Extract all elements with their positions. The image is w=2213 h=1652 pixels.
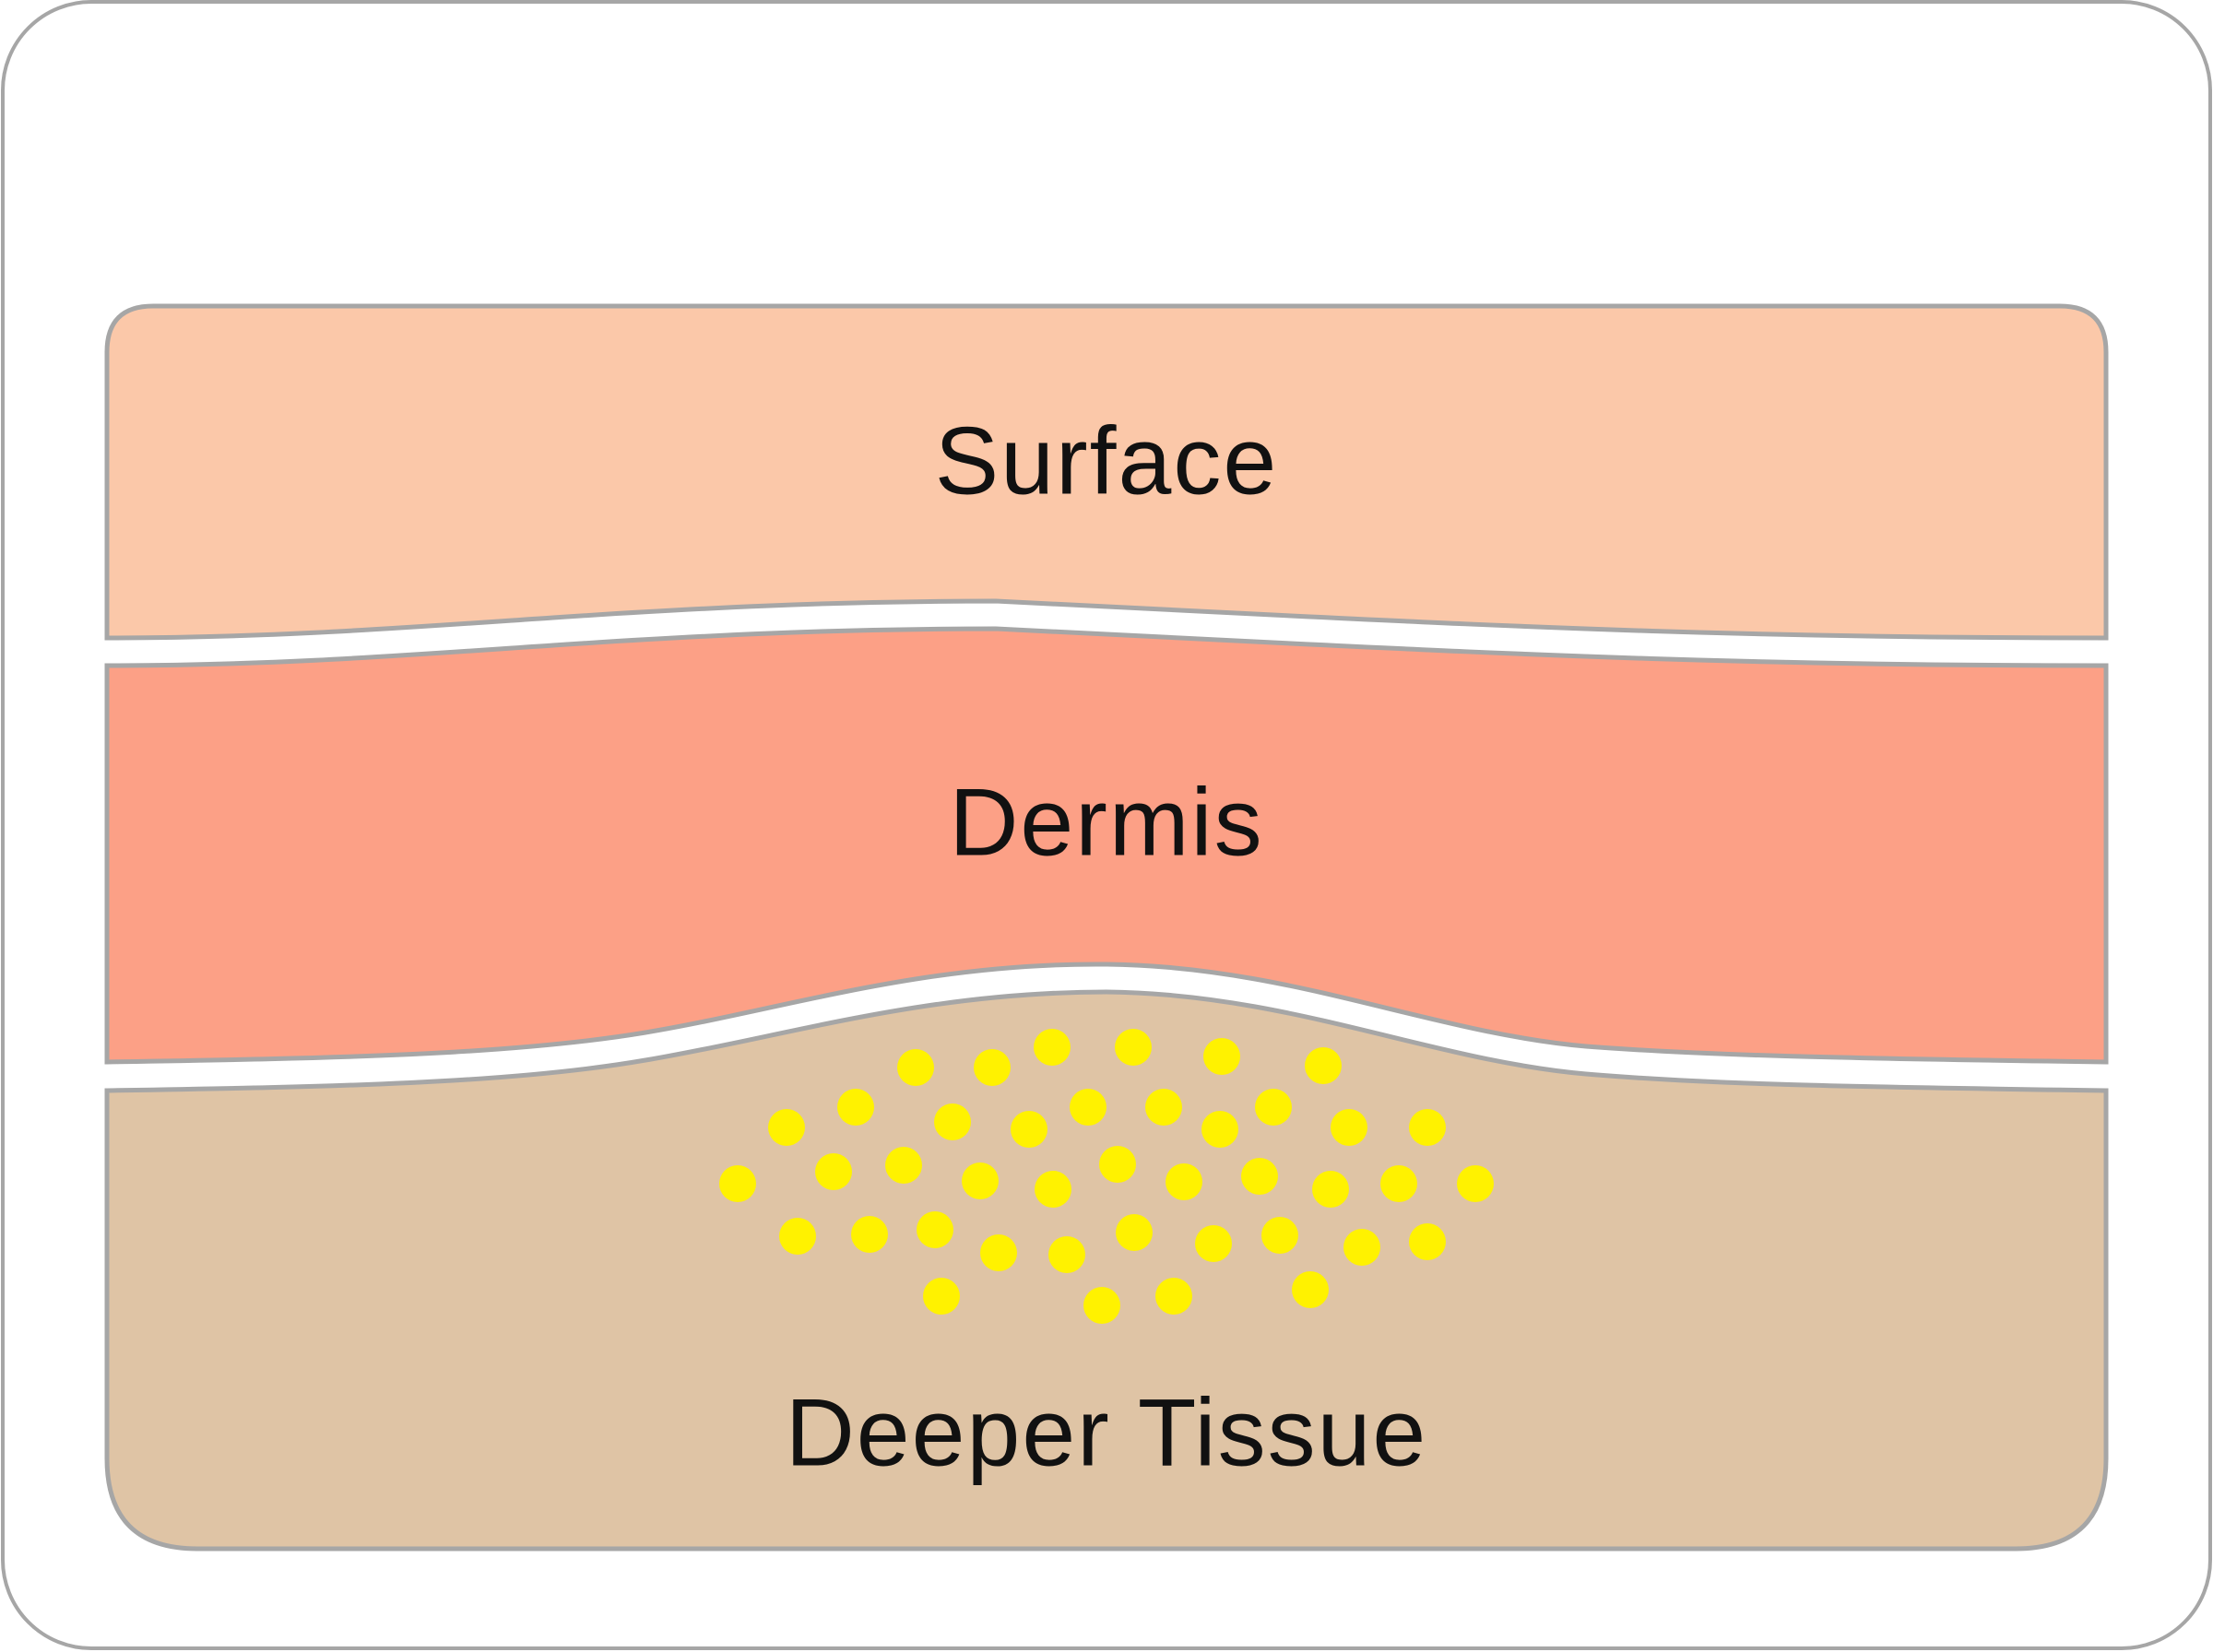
particle-dot — [1261, 1217, 1298, 1254]
particle-dot — [1070, 1089, 1106, 1126]
particle-dot — [1195, 1225, 1232, 1262]
particle-dot — [779, 1218, 816, 1255]
particle-dot — [1331, 1109, 1367, 1146]
deeper-tissue-label: Deeper Tissue — [786, 1379, 1428, 1486]
particle-dot — [1203, 1038, 1240, 1075]
dermis-layer — [104, 626, 2109, 1065]
dermis-label: Dermis — [949, 769, 1263, 876]
particle-dot — [815, 1153, 852, 1190]
surface-label: Surface — [935, 407, 1278, 514]
particle-dot — [980, 1234, 1017, 1271]
particle-dot — [1155, 1278, 1192, 1315]
particle-dot — [1035, 1171, 1071, 1208]
particle-dot — [1034, 1029, 1071, 1066]
particle-dot — [1201, 1111, 1238, 1148]
particle-dot — [1083, 1287, 1120, 1324]
particle-dot — [1115, 1029, 1152, 1066]
particle-dot — [917, 1211, 953, 1248]
particle-dot — [962, 1162, 999, 1199]
particle-dot — [719, 1165, 756, 1202]
particle-dot — [1116, 1214, 1153, 1251]
particle-dot — [885, 1147, 922, 1184]
particle-dot — [851, 1216, 888, 1253]
particle-dot — [1048, 1236, 1085, 1273]
particle-dot — [1312, 1171, 1349, 1208]
particle-dot — [1011, 1111, 1047, 1148]
particle-dot — [1380, 1165, 1417, 1202]
particle-dot — [768, 1109, 805, 1146]
particle-dot — [837, 1089, 874, 1126]
particle-dot — [1145, 1089, 1182, 1126]
particle-cluster — [719, 1029, 1494, 1324]
particle-dot — [897, 1049, 934, 1086]
particle-dot — [1166, 1163, 1202, 1200]
particle-dot — [1409, 1223, 1446, 1260]
particle-dot — [1305, 1047, 1342, 1084]
particle-dot — [1457, 1165, 1494, 1202]
particle-dot — [934, 1103, 971, 1140]
deeper-tissue-layer — [104, 989, 2109, 1552]
particle-dot — [1255, 1089, 1292, 1126]
particle-dot — [1241, 1158, 1278, 1195]
surface-layer — [104, 303, 2109, 641]
particle-dot — [1099, 1146, 1136, 1183]
particle-dot — [974, 1049, 1011, 1086]
particle-dot — [1292, 1271, 1329, 1308]
particle-dot — [1409, 1109, 1446, 1146]
particle-dot — [1343, 1229, 1380, 1266]
particle-dot — [923, 1278, 960, 1315]
